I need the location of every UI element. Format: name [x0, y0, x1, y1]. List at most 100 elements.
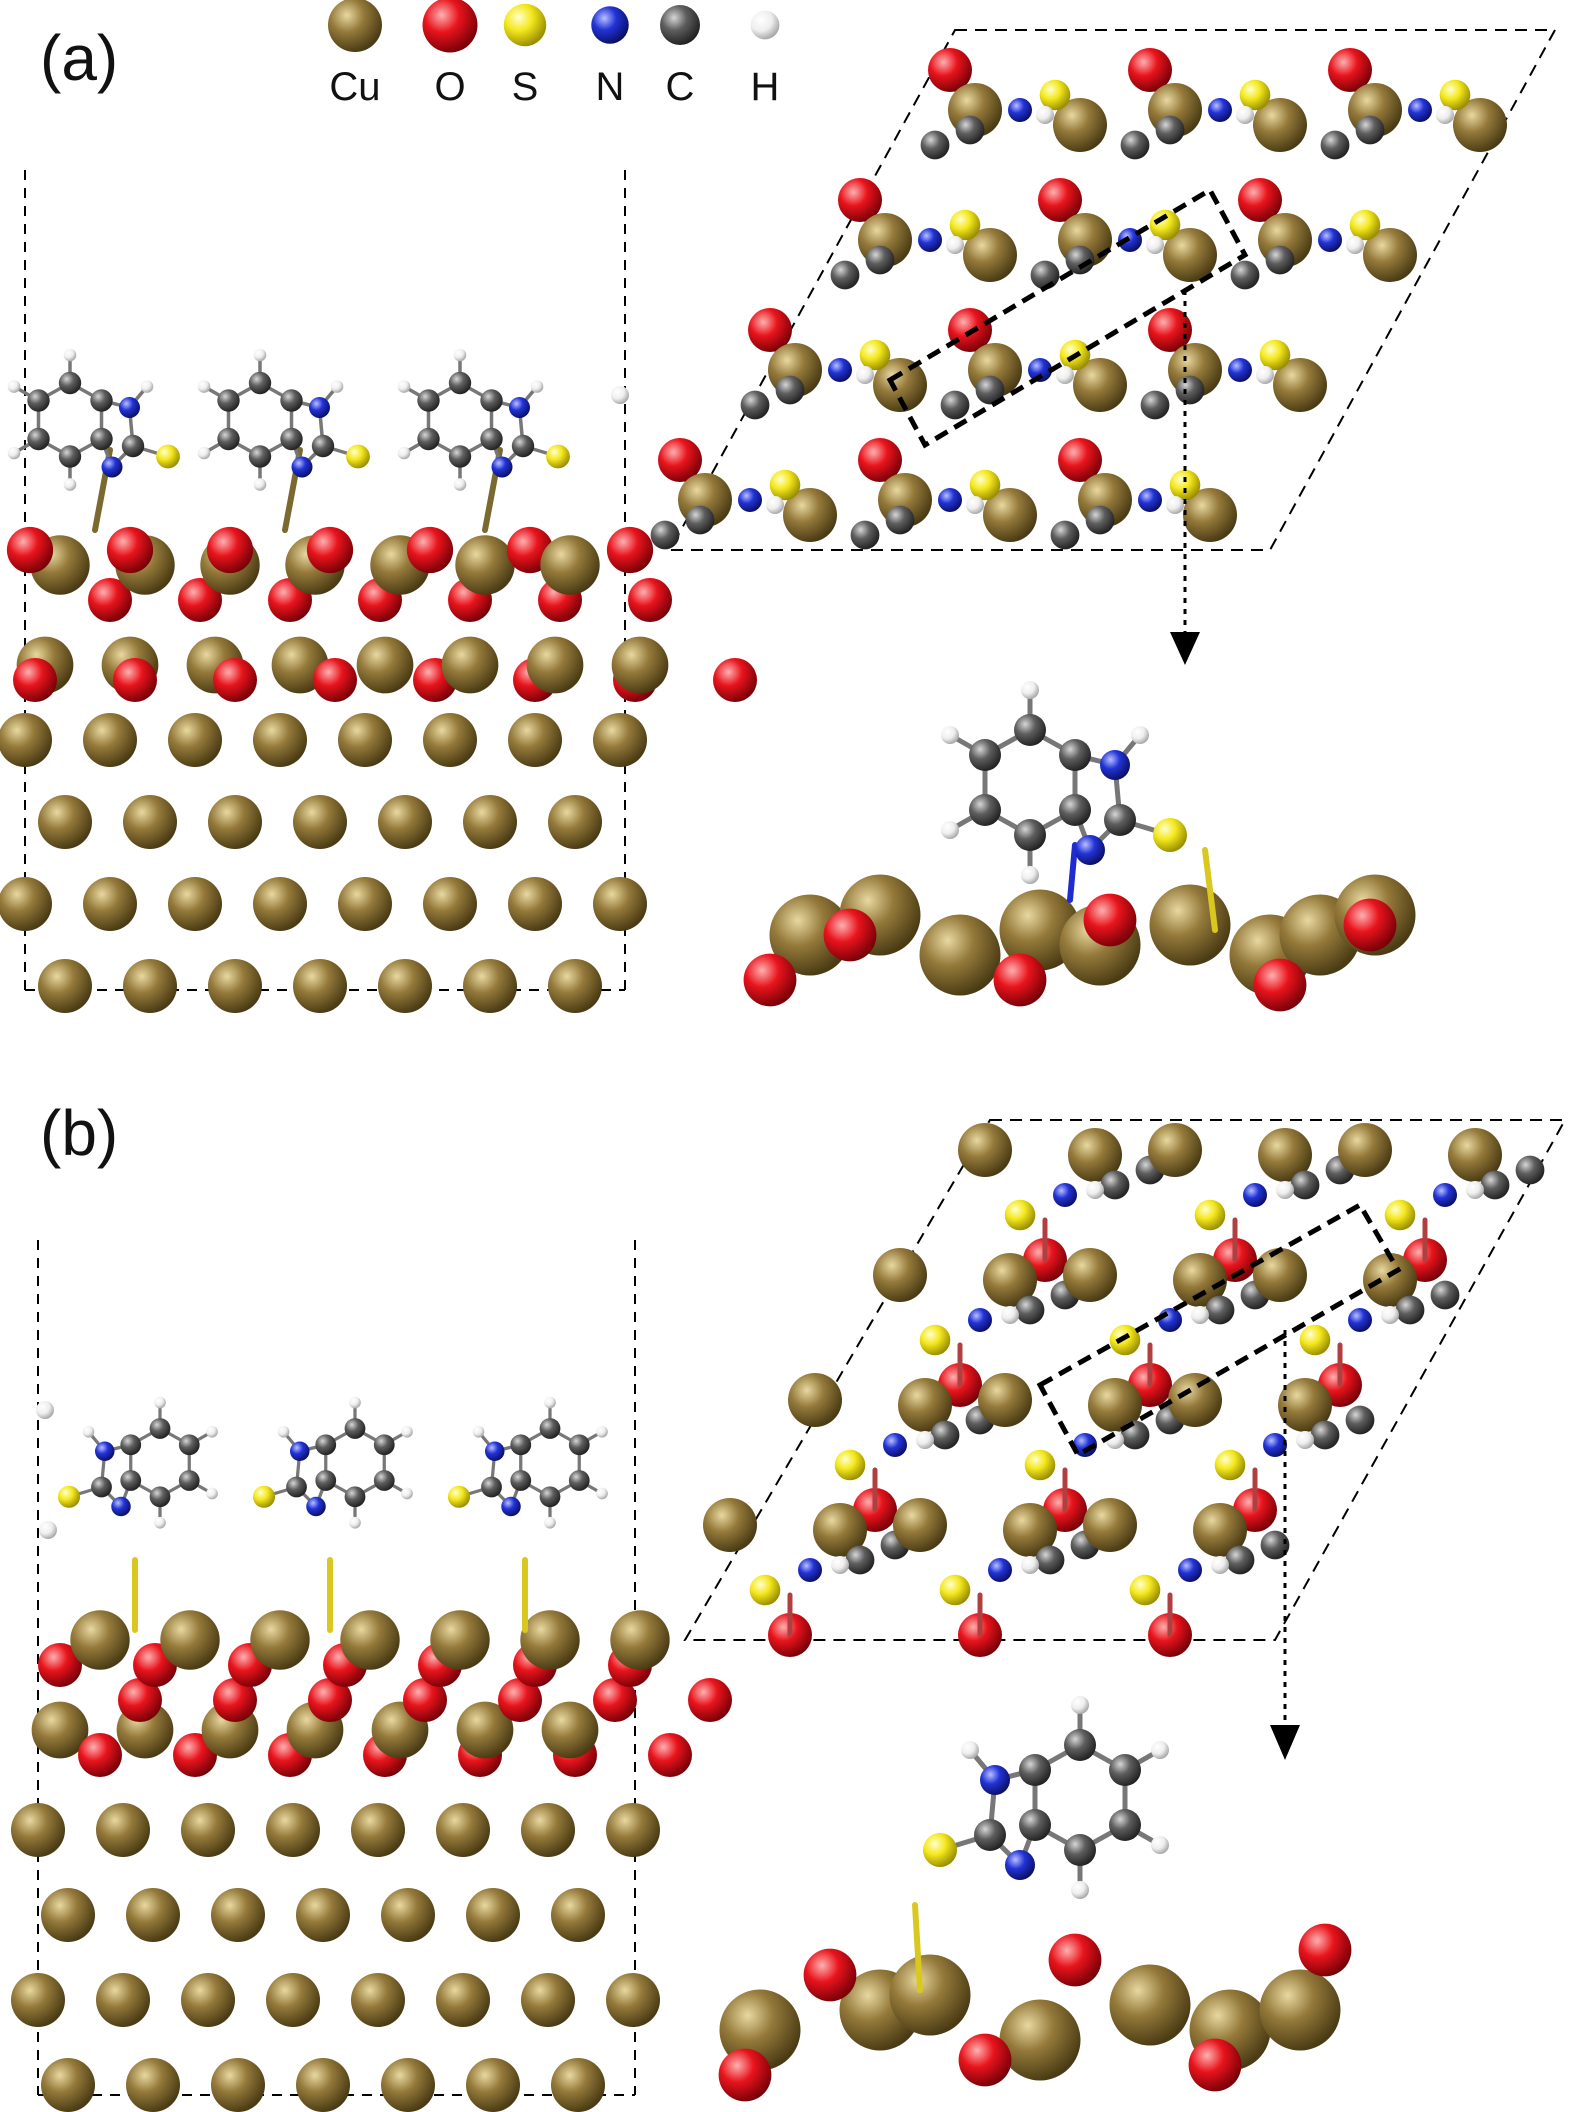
oxygen-atom — [688, 1678, 732, 1722]
highlight-box — [1036, 1201, 1402, 1459]
sulfur-atom — [1153, 818, 1187, 852]
oxygen-atom — [1298, 1923, 1352, 1977]
carbon-atom — [920, 130, 950, 160]
copper-atom — [548, 795, 602, 849]
sulfur-atom — [1129, 1574, 1161, 1606]
carbon-atom — [480, 389, 503, 412]
copper-atom — [96, 1803, 150, 1857]
hydrogen-atom — [1071, 1881, 1089, 1899]
copper-atom — [1168, 1373, 1222, 1427]
nitrogen-atom — [95, 1441, 115, 1461]
copper-atom — [1193, 1503, 1247, 1557]
hydrogen-atom — [277, 1425, 290, 1438]
hydrogen-atom — [154, 1516, 166, 1529]
sulfur-atom — [1149, 209, 1181, 241]
copper-atom — [873, 1248, 927, 1302]
copper-atom — [521, 1973, 575, 2027]
copper-atom — [978, 1373, 1032, 1427]
carbon-atom — [1430, 1280, 1460, 1310]
oxygen-atom — [498, 1678, 542, 1722]
carbon-atom — [1109, 1809, 1141, 1841]
oxygen-atom — [1058, 438, 1102, 482]
hydrogen-atom — [140, 380, 154, 393]
carbon-atom — [539, 1418, 561, 1439]
sulfur-atom — [769, 469, 801, 501]
copper-atom — [41, 1888, 95, 1942]
carbon-atom — [511, 434, 535, 458]
hydrogen-atom — [530, 380, 544, 393]
carbon-atom — [481, 1476, 502, 1498]
copper-atom — [611, 636, 669, 694]
sulfur-atom — [1194, 1199, 1226, 1231]
arrowhead-icon — [1270, 1725, 1300, 1760]
copper-atom — [423, 713, 477, 767]
copper-atom — [381, 2058, 435, 2112]
copper-atom — [1063, 1248, 1117, 1302]
nitrogen-atom — [291, 456, 313, 478]
hydrogen-atom — [472, 1425, 485, 1438]
carbon-atom — [1155, 115, 1185, 145]
oxygen-atom — [118, 1678, 162, 1722]
carbon-atom — [58, 371, 82, 395]
hydrogen-atom — [1466, 1181, 1484, 1199]
nitrogen-atom — [1075, 835, 1105, 865]
oxygen-atom — [106, 526, 154, 574]
copper-atom — [889, 1954, 971, 2036]
copper-atom — [593, 713, 647, 767]
oxygen-atom — [928, 48, 972, 92]
sulfur-atom — [1214, 1449, 1246, 1481]
oxygen-atom — [1238, 178, 1282, 222]
sulfur-atom — [1169, 469, 1201, 501]
carbon-atom — [248, 445, 272, 468]
hydrogen-atom — [1151, 1836, 1169, 1854]
hydrogen-atom — [1086, 1181, 1104, 1199]
hydrogen-atom — [82, 1425, 95, 1438]
supercell-outline — [683, 1119, 1567, 1641]
sulfur-atom — [346, 444, 370, 469]
supercell-outline — [668, 29, 1557, 551]
copper-atom — [606, 1973, 660, 2027]
carbon-atom — [417, 389, 440, 412]
copper-atom — [521, 1803, 575, 1857]
hydrogen-atom — [831, 1556, 849, 1574]
oxygen-atom — [113, 658, 157, 702]
sulfur-atom — [1039, 79, 1071, 111]
nitrogen-atom — [1318, 228, 1342, 252]
copper-atom — [441, 636, 499, 694]
copper-atom — [788, 1373, 842, 1427]
oxygen-atom — [658, 438, 702, 482]
carbon-atom — [1140, 390, 1170, 420]
copper-atom — [983, 488, 1037, 542]
copper-atom — [873, 358, 927, 412]
nitrogen-atom — [101, 456, 123, 478]
copper-atom — [296, 1888, 350, 1942]
carbon-atom — [1395, 1295, 1425, 1325]
copper-atom — [1259, 1969, 1341, 2051]
panel-b-side-atoms — [11, 1396, 732, 2112]
hydrogen-atom — [966, 496, 984, 514]
nitrogen-atom — [938, 488, 962, 512]
carbon-atom — [1290, 1170, 1320, 1200]
hydrogen-atom — [253, 348, 267, 362]
oxygen-atom — [1048, 1933, 1102, 1987]
nitrogen-atom — [306, 1496, 326, 1517]
copper-atom — [1253, 98, 1307, 152]
carbon-atom — [120, 1470, 142, 1491]
nitrogen-atom — [1228, 358, 1252, 382]
carbon-atom — [1035, 1545, 1065, 1575]
hydrogen-atom — [1001, 1306, 1019, 1324]
oxygen-atom — [178, 578, 222, 622]
legend-label: S — [512, 65, 539, 109]
legend-item-s: S — [503, 3, 547, 109]
hydrogen-atom — [766, 496, 784, 514]
carbon-atom — [315, 1434, 337, 1456]
hydrogen-atom — [856, 366, 874, 384]
copper-atom — [253, 713, 307, 767]
panel-a-side-atoms — [0, 348, 757, 1013]
legend-item-o: O — [422, 0, 478, 109]
copper-atom — [11, 1803, 65, 1857]
carbon-atom — [178, 1470, 200, 1491]
oxygen-atom — [718, 2048, 772, 2102]
carbon-atom — [1480, 1170, 1510, 1200]
carbon-atom — [1310, 1420, 1340, 1450]
